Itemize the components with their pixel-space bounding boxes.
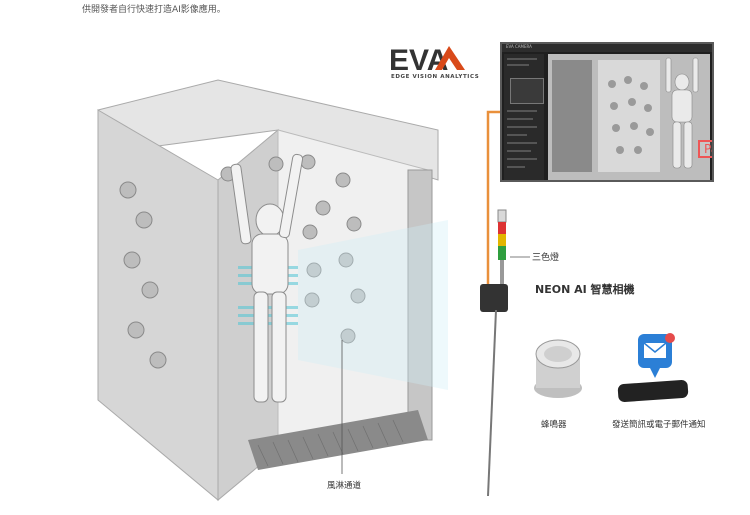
neon-camera-label: NEON AI 智慧相機 xyxy=(535,283,635,296)
panel-row xyxy=(507,110,537,112)
floor-grate xyxy=(248,410,428,470)
eva-logo-tagline: EDGE VISION ANALYTICS xyxy=(391,74,480,80)
neon-ai-camera xyxy=(480,284,508,312)
mounting-pole xyxy=(487,309,497,497)
panel-row xyxy=(507,58,537,60)
panel-row xyxy=(507,150,531,152)
air-shower-label: 風淋通道 xyxy=(327,481,362,491)
tower-light-red xyxy=(498,222,506,234)
camera-pole xyxy=(480,209,508,497)
preview-thumbnail xyxy=(510,78,544,104)
tower-light-yellow xyxy=(498,234,506,246)
room-side-wall xyxy=(97,109,219,502)
panel-row xyxy=(507,166,525,168)
tower-light-top xyxy=(497,209,507,223)
panel-row xyxy=(507,64,529,66)
shower-door xyxy=(552,60,592,172)
panel-row xyxy=(507,134,527,136)
buzzer-label: 蜂鳴器 xyxy=(541,420,567,430)
panel-row xyxy=(507,142,537,144)
buzzer-icon xyxy=(534,339,582,398)
air-nozzles xyxy=(119,154,366,369)
signal-cable xyxy=(486,110,500,290)
eva-logo-mark: EVA xyxy=(389,44,448,77)
tower-light-label: 三色燈 xyxy=(532,253,560,263)
camera-ui-screenshot: EVA CAMERA xyxy=(500,42,714,182)
mail-notification-icon xyxy=(617,333,689,403)
air-shower-illustration xyxy=(97,79,448,502)
intro-text: 供開發者自行快速打造AI影像應用。 xyxy=(82,5,226,15)
settings-panel xyxy=(504,54,544,180)
intro-text-cut: ────────────────────────────────────────… xyxy=(82,0,537,4)
notify-label: 發送簡訊或電子郵件通知 xyxy=(612,420,706,430)
live-view-figure xyxy=(608,57,699,169)
person-figure xyxy=(230,153,304,403)
eva-logo: EVA xyxy=(389,44,465,77)
panel-row xyxy=(507,126,537,128)
panel-row xyxy=(507,118,533,120)
eva-logo-accent xyxy=(435,46,465,70)
tower-light-green xyxy=(498,246,506,260)
window-titlebar: EVA CAMERA xyxy=(502,44,712,52)
camera-field-of-view xyxy=(298,220,448,390)
camera-live-view: Pass xyxy=(548,54,712,180)
panel-row xyxy=(507,158,537,160)
window-title: EVA CAMERA xyxy=(506,44,532,49)
pass-indicator: Pass xyxy=(698,140,712,158)
tower-light-leader xyxy=(510,256,530,258)
